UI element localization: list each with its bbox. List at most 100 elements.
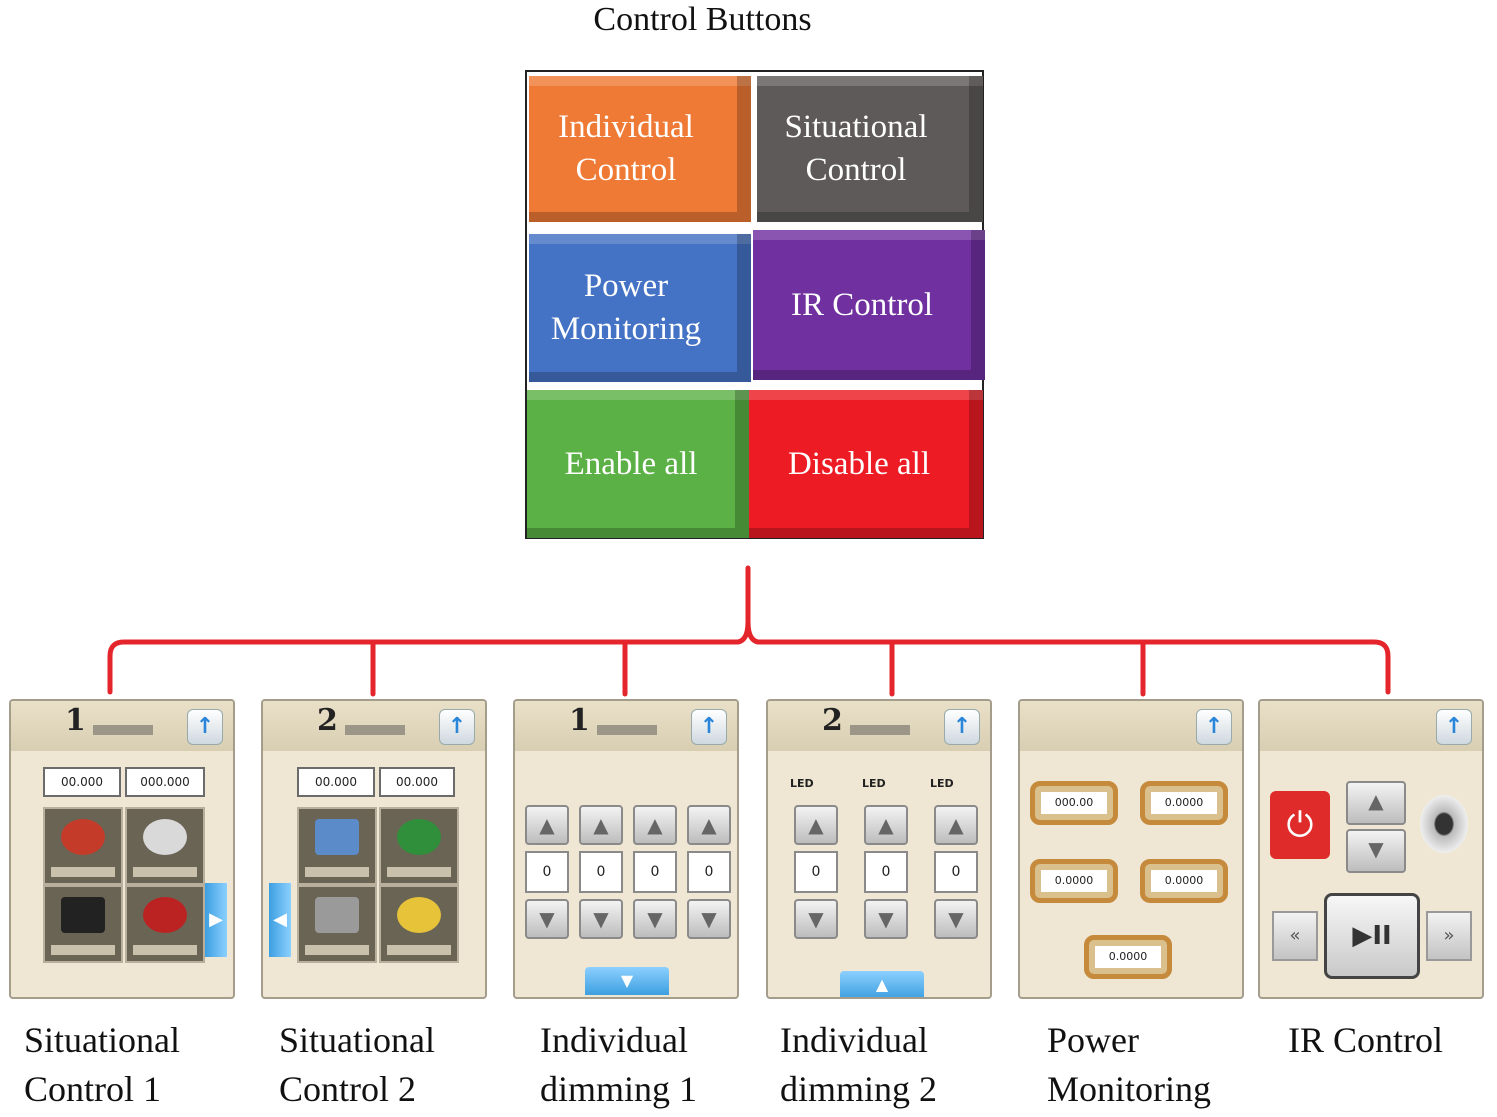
fast-forward-icon[interactable]: » xyxy=(1426,911,1472,961)
volume-up-button[interactable]: ▲ xyxy=(1346,781,1406,825)
scene-tile[interactable] xyxy=(43,885,123,963)
up-arrow-icon[interactable]: ↑ xyxy=(439,709,475,745)
caption-line: dimming 2 xyxy=(780,1069,938,1109)
dimming-level: 0 xyxy=(525,851,569,893)
scene-label xyxy=(133,867,197,877)
increase-button[interactable]: ▲ xyxy=(934,805,978,845)
rewind-icon[interactable]: « xyxy=(1272,911,1318,961)
scene-label xyxy=(51,945,115,955)
enable-all-button[interactable]: Enable all xyxy=(527,390,749,538)
power-frame: 0.0000 xyxy=(1030,859,1118,903)
diagram-title: Control Buttons xyxy=(593,1,812,38)
up-arrow-icon[interactable]: ↑ xyxy=(944,709,980,745)
button-label: Enable all xyxy=(564,445,698,482)
voltage-value: 000.00 xyxy=(1041,792,1107,814)
decrease-button[interactable]: ▼ xyxy=(864,899,908,939)
power-factor-value: 0.0000 xyxy=(1151,870,1217,892)
scene-label xyxy=(305,867,369,877)
page-down-tab[interactable]: ▼ xyxy=(585,967,669,995)
speaker-icon[interactable] xyxy=(1420,795,1468,853)
power-icon[interactable]: ⏻ xyxy=(1270,791,1330,859)
increase-button[interactable]: ▲ xyxy=(633,805,677,845)
scene-label xyxy=(387,867,451,877)
dimming-level: 0 xyxy=(687,851,731,893)
light-number: 2 xyxy=(822,703,843,738)
decrease-button[interactable]: ▼ xyxy=(633,899,677,939)
scene-label xyxy=(133,945,197,955)
up-arrow-icon[interactable]: ↑ xyxy=(1196,709,1232,745)
power-factor-frame: 0.0000 xyxy=(1140,859,1228,903)
scene-tile[interactable] xyxy=(297,807,377,885)
power-value: 00.000 xyxy=(379,767,455,797)
header-label xyxy=(345,725,405,735)
screen-caption: Individual dimming 2 xyxy=(780,1016,937,1114)
caption-line: Situational xyxy=(279,1020,435,1060)
up-arrow-icon[interactable]: ↑ xyxy=(691,709,727,745)
scene-tile[interactable] xyxy=(379,807,459,885)
dimming-level: 0 xyxy=(633,851,677,893)
button-label-line: Situational xyxy=(784,109,928,145)
page-up-tab[interactable]: ▲ xyxy=(840,971,924,997)
header-label xyxy=(93,725,153,735)
caption-line: Situational xyxy=(24,1020,180,1060)
caption-line: Individual xyxy=(780,1020,928,1060)
button-label-line: Power xyxy=(583,268,669,304)
decrease-button[interactable]: ▼ xyxy=(934,899,978,939)
caption-line: Power xyxy=(1047,1020,1139,1060)
previous-page-arrow-icon[interactable]: ◀ xyxy=(269,883,291,957)
scene-icon xyxy=(61,897,105,933)
ir-control-button[interactable]: IR Control xyxy=(753,230,985,380)
situational-control-1-screen: 1 ↑ 00.000 000.000 ▶ xyxy=(9,699,235,999)
scene-icon xyxy=(397,897,441,933)
scene-icon xyxy=(61,819,105,855)
increase-button[interactable]: ▲ xyxy=(864,805,908,845)
current-value: 00.000 xyxy=(297,767,375,797)
scene-tile[interactable] xyxy=(379,885,459,963)
connector-right-branch xyxy=(745,619,1391,695)
decrease-button[interactable]: ▼ xyxy=(687,899,731,939)
individual-dimming-1-screen: 1 ↑ ▲ ▲ ▲ ▲ 0 0 0 0 ▼ ▼ ▼ ▼ ▼ xyxy=(513,699,739,999)
decrease-button[interactable]: ▼ xyxy=(794,899,838,939)
increase-button[interactable]: ▲ xyxy=(794,805,838,845)
decrease-button[interactable]: ▼ xyxy=(579,899,623,939)
increase-button[interactable]: ▲ xyxy=(687,805,731,845)
play-pause-icon[interactable]: ▶II xyxy=(1324,893,1420,979)
dimming-level: 0 xyxy=(579,851,623,893)
button-label-line: Individual xyxy=(558,109,694,145)
screen-caption: Situational Control 2 xyxy=(279,1016,435,1114)
increase-button[interactable]: ▲ xyxy=(579,805,623,845)
volume-down-button[interactable]: ▼ xyxy=(1346,829,1406,873)
screen-caption: Power Monitoring xyxy=(1047,1016,1211,1114)
header-label xyxy=(597,725,657,735)
up-arrow-icon[interactable]: ↑ xyxy=(187,709,223,745)
scene-number: 1 xyxy=(65,703,86,738)
dimming-level: 0 xyxy=(794,851,838,893)
dimming-level: 0 xyxy=(934,851,978,893)
screen-caption: Individual dimming 1 xyxy=(540,1016,697,1114)
scene-tile[interactable] xyxy=(43,807,123,885)
disable-all-button[interactable]: Disable all xyxy=(749,390,983,538)
scene-tile[interactable] xyxy=(125,885,205,963)
scene-icon xyxy=(315,897,359,933)
caption-line: dimming 1 xyxy=(540,1069,698,1109)
button-label-line: Monitoring xyxy=(550,311,702,347)
button-label: Disable all xyxy=(787,445,931,482)
scene-number: 2 xyxy=(317,703,338,738)
light-number: 1 xyxy=(569,703,590,738)
scene-tile[interactable] xyxy=(125,807,205,885)
scene-label xyxy=(305,945,369,955)
decrease-button[interactable]: ▼ xyxy=(525,899,569,939)
next-page-arrow-icon[interactable]: ▶ xyxy=(205,883,227,957)
button-label-line: Control xyxy=(575,152,677,188)
scene-label xyxy=(51,867,115,877)
caption-line: Control 1 xyxy=(24,1069,162,1109)
increase-button[interactable]: ▲ xyxy=(525,805,569,845)
energy-value: 0.0000 xyxy=(1095,946,1161,968)
up-arrow-icon[interactable]: ↑ xyxy=(1436,709,1472,745)
situational-control-2-screen: 2 ↑ 00.000 00.000 ◀ xyxy=(261,699,487,999)
scene-tile[interactable] xyxy=(297,885,377,963)
